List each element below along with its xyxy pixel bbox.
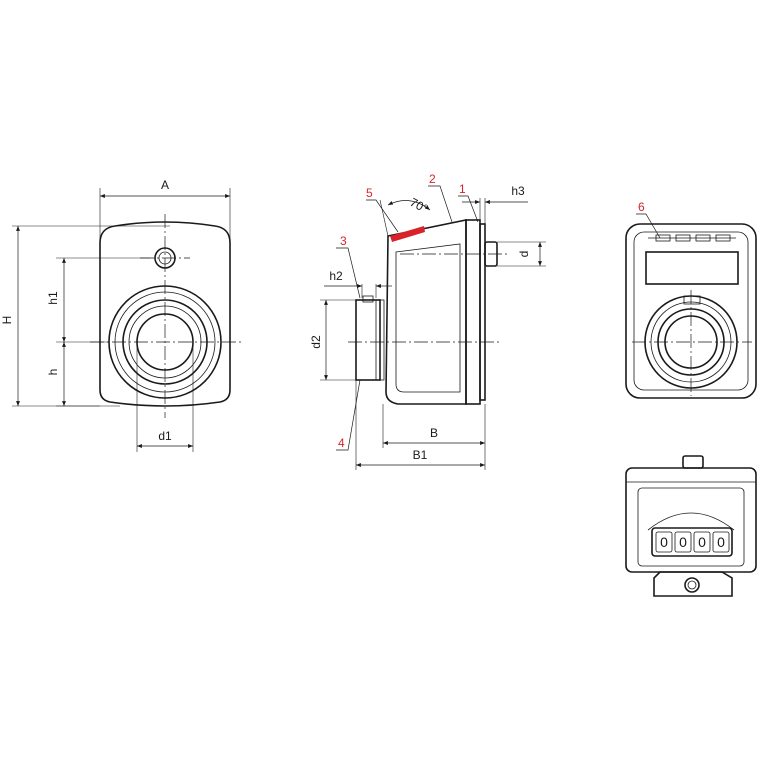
top-view-inner: [637, 487, 745, 567]
angle-label: 70°: [408, 195, 431, 216]
dim-label-d1: d1: [158, 429, 172, 443]
top-pin: [682, 455, 704, 469]
callout-5: 5: [366, 186, 373, 200]
side-view: 70° h2 d2 B B1 h3 d: [309, 184, 546, 470]
front-view: A H h1 h d1: [0, 178, 242, 452]
red-window-strip: [390, 226, 425, 242]
dim-label-h3: h3: [511, 184, 525, 198]
callout-leader-6: [636, 213, 661, 239]
top-slot-3: [695, 234, 711, 242]
display-front-view: [625, 213, 757, 399]
digit-4: 0: [717, 534, 725, 550]
dim-label-d2: d2: [309, 335, 323, 349]
dim-label-B1: B1: [413, 448, 428, 462]
callout-3: 3: [340, 234, 347, 248]
digit-2: 0: [679, 534, 687, 550]
front-boss: [355, 299, 381, 381]
rear-plate-edge: [479, 223, 486, 401]
callout-leader-2: [428, 185, 453, 223]
digit-3: 0: [698, 534, 706, 550]
display-front-outline: [625, 223, 757, 399]
boss-set-screw: [362, 295, 374, 303]
front-view-outline: [99, 221, 231, 407]
callout-1: 1: [459, 182, 466, 196]
dim-label-A: A: [161, 178, 169, 192]
base-screw-recess: [687, 580, 697, 590]
callout-4: 4: [338, 436, 345, 450]
display-window: [645, 251, 739, 285]
top-slot-2: [675, 234, 691, 242]
callout-leader-5: [366, 199, 399, 233]
side-housing-outline: [385, 219, 467, 405]
dim-label-B: B: [430, 426, 438, 440]
digit-counter: [651, 527, 733, 557]
dim-label-h: h: [46, 369, 60, 376]
callout-leader-3: [336, 247, 361, 299]
dim-label-H: H: [0, 316, 14, 325]
top-slot-4: [715, 234, 731, 242]
top-view-arch: [647, 512, 735, 531]
digit-1: 0: [660, 534, 668, 550]
display-top-view: 0 0 0 0: [625, 455, 757, 597]
side-housing-inner: [395, 243, 461, 393]
dim-label-h2: h2: [329, 269, 343, 283]
dim-label-d: d: [517, 251, 531, 258]
callout-leader-1: [458, 195, 479, 223]
callout-6: 6: [638, 200, 645, 214]
callout-leader-4: [336, 379, 361, 451]
top-slot-1: [655, 234, 671, 242]
base-screw: [684, 577, 700, 593]
front-boss-flange: [375, 299, 385, 381]
callout-2: 2: [429, 172, 436, 186]
dim-label-h1: h1: [46, 291, 60, 305]
rear-plate: [465, 219, 481, 405]
top-view-base: [653, 571, 733, 597]
